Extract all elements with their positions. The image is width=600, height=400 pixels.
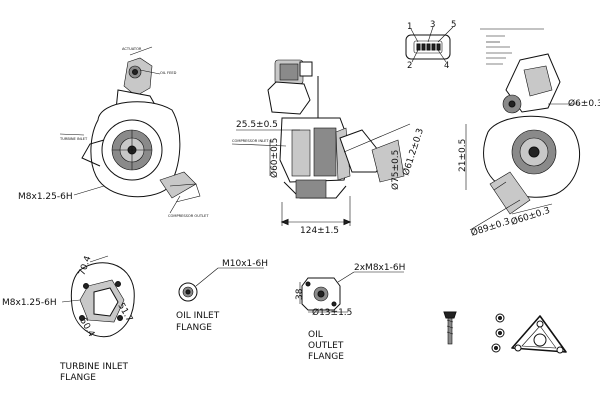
dim-phi13: Ø13±1.5 (312, 307, 352, 318)
dim-phi6: Ø6±0.3 (568, 98, 600, 109)
dim-phi75: Ø75±0.5 (390, 150, 401, 190)
oil-inlet-flange: M10x1-6H OIL INLET FLANGE (176, 259, 268, 333)
oil-outlet-flange: 2xM8x1-6H 38 Ø13±1.5 OIL OUTLET FLANGE (295, 263, 405, 362)
dim-38: 38 (295, 288, 305, 300)
dim-124: 124±1.5 (300, 226, 339, 236)
pin-function-table (480, 28, 544, 65)
dim-phi60-center: Ø60±0.5 (269, 138, 280, 178)
caption-oil-outlet-2: OUTLET (308, 341, 344, 351)
caption-oil-inlet-2: FLANGE (176, 323, 212, 333)
label-compressor-outlet: COMPRESSOR OUTLET (168, 214, 209, 218)
turbo-front-view-center: 124±1.5 25.5±0.5 Ø60±0.5 Ø75±0.5 Ø61.2±0… (231, 59, 426, 236)
pin-3-label: 3 (430, 20, 435, 30)
connector-pinout: 1 3 5 2 4 (405, 20, 456, 71)
washer-parts (491, 313, 505, 353)
turbo-rear-view-right: Ø6±0.3 21±0.5 Ø89±0.3 Ø60±0.3 (458, 53, 600, 239)
label-turbine-inlet: TURBINE INLET (59, 137, 88, 141)
connector-body (405, 34, 451, 60)
label-actuator: ACTUATOR (122, 47, 142, 51)
label-oil-feed: OIL FEED (160, 71, 177, 75)
dim-phi61: Ø61.2±0.3 (400, 127, 426, 177)
caption-oil-inlet-1: OIL INLET (176, 311, 220, 321)
dim-25-5: 25.5±0.5 (236, 120, 278, 130)
dim-phi89: Ø89±0.3 (470, 216, 512, 239)
caption-turbine-inlet-2: FLANGE (60, 373, 96, 383)
pin-2-label: 2 (407, 61, 412, 71)
turbo-side-view-left: ACTUATOR OIL FEED TURBINE INLET COMPRESS… (18, 46, 209, 218)
gasket-part (511, 315, 567, 354)
dim-thread-flange: M8x1.25-6H (2, 298, 57, 308)
dim-thread-side: M8x1.25-6H (18, 192, 73, 202)
dim-21: 21±0.5 (458, 139, 468, 172)
label-compressor-inlet: COMPRESSOR INLET (232, 139, 269, 143)
pin-4-label: 4 (444, 61, 449, 71)
turbine-inlet-flange: 70.4 50.4 51.7 M8x1.25-6H TURBINE INLET … (2, 255, 135, 383)
caption-oil-outlet-3: FLANGE (308, 352, 344, 362)
dim-thread-oil-inlet: M10x1-6H (222, 259, 268, 269)
bolt-part (443, 311, 457, 345)
pin-5-label: 5 (451, 20, 456, 30)
caption-turbine-inlet-1: TURBINE INLET (59, 362, 129, 372)
connector-pins (416, 43, 441, 51)
pin-1-label: 1 (407, 22, 412, 32)
dim-thread-oil-outlet: 2xM8x1-6H (354, 263, 405, 273)
caption-oil-outlet-1: OIL (308, 330, 323, 340)
